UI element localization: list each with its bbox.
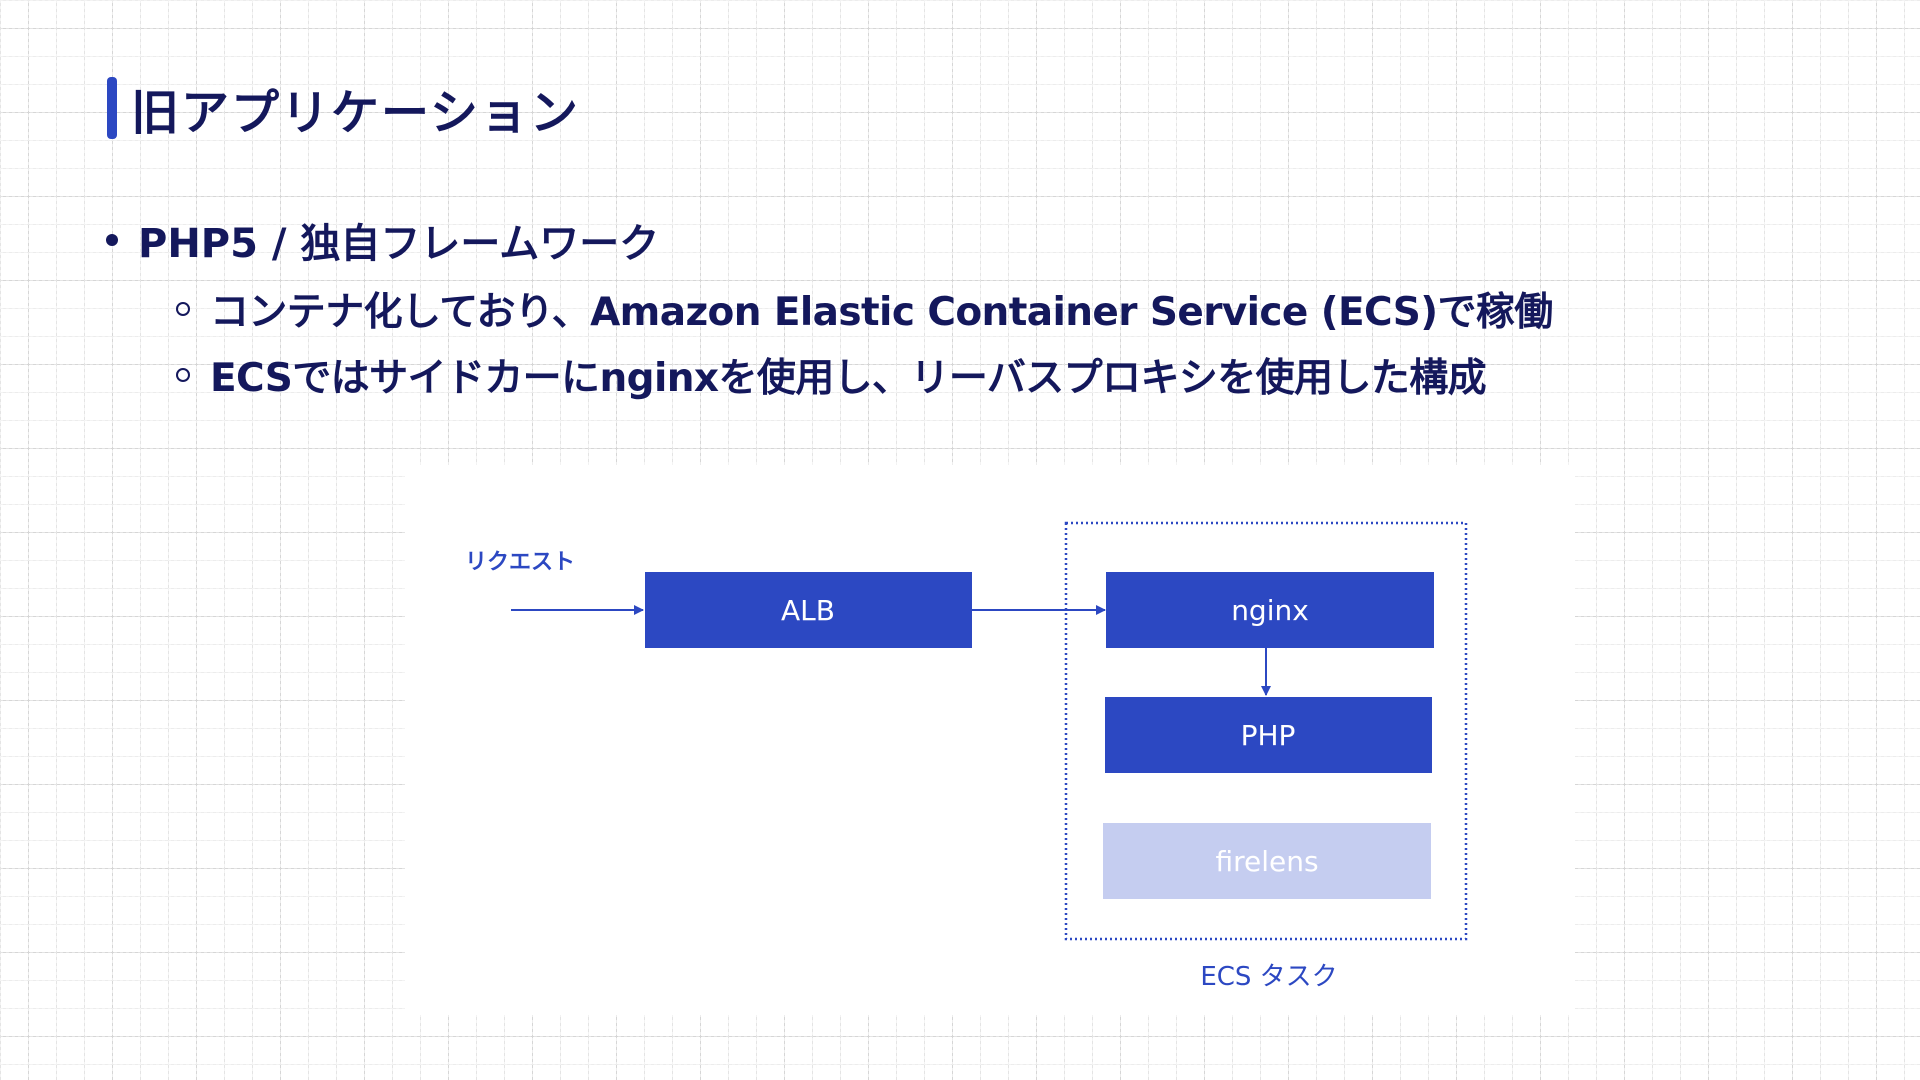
nginx-box — [1106, 572, 1434, 648]
title-accent-bar — [107, 77, 117, 139]
sub-bullet-ring-icon — [176, 368, 190, 382]
sub-bullet-ring-icon — [176, 302, 190, 316]
request-label: リクエスト — [465, 550, 575, 575]
alb-label: ALB — [781, 594, 835, 627]
firelens-box — [1103, 823, 1431, 899]
bullet-dot-icon — [106, 234, 118, 246]
slide-title: 旧アプリケーション — [107, 76, 581, 141]
sub-bullet-text: ECSではサイドカーにnginxを使用し、リーバスプロキシを使用した構成 — [210, 356, 1487, 401]
sub-bullet-text: コンテナ化しており、Amazon Elastic Container Servi… — [210, 290, 1553, 335]
nginx-label: nginx — [1231, 594, 1309, 627]
ecs-task-label: ECS タスク — [1200, 962, 1337, 992]
php-label: PHP — [1241, 719, 1296, 752]
ecs-task-boundary — [1064, 521, 1468, 941]
firelens-label: firelens — [1215, 845, 1318, 878]
architecture-diagram-panel: リクエスト ALB nginx PHP firelens ECS タスク — [405, 465, 1575, 1015]
architecture-diagram: リクエスト ALB nginx PHP firelens ECS タスク — [465, 521, 1468, 992]
bullet-item-main: PHP5 / 独自フレームワーク — [100, 212, 1800, 268]
bullet-main-text: PHP5 / 独自フレームワーク — [138, 221, 660, 267]
sub-bullet-item: コンテナ化しており、Amazon Elastic Container Servi… — [176, 276, 1800, 342]
sub-bullet-item: ECSではサイドカーにnginxを使用し、リーバスプロキシを使用した構成 — [176, 342, 1800, 408]
alb-box — [645, 572, 972, 648]
php-box — [1105, 697, 1432, 773]
bullet-list: PHP5 / 独自フレームワーク コンテナ化しており、Amazon Elasti… — [100, 212, 1800, 408]
title-text: 旧アプリケーション — [131, 85, 581, 141]
